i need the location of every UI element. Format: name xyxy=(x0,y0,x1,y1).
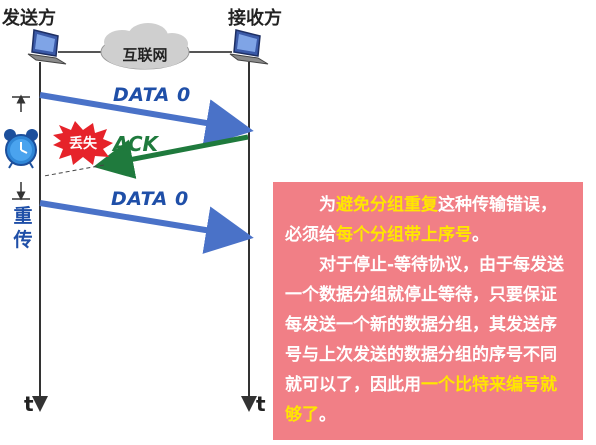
note-text: 为 xyxy=(319,195,336,215)
receiver-time-label: t xyxy=(256,392,266,416)
laptop-icon xyxy=(229,29,269,65)
note-highlight: 避免分组重复 xyxy=(336,195,438,215)
note-text: 对于停止-等待协议，由于每发送一个数据分组就停止等待，只要保证每发送一个新的数据… xyxy=(285,255,565,395)
data-arrow-2 xyxy=(39,200,254,254)
burst-icon xyxy=(53,121,113,165)
note-text: 这种传输错误，必须给 xyxy=(285,195,557,245)
data-frame-label-1: DATA 0 xyxy=(113,84,191,106)
retransmit-label: 重传 xyxy=(13,205,33,251)
ack-dashed-continuation xyxy=(43,164,105,177)
laptop-icon xyxy=(27,29,67,65)
network-label: 互联网 xyxy=(122,46,168,64)
sender-time-label: t xyxy=(24,392,34,416)
ack-arrow xyxy=(93,134,249,179)
ack-frame-label: ACK xyxy=(113,132,159,156)
data-arrow-1 xyxy=(39,92,254,147)
note-paragraph-1: 为避免分组重复这种传输错误，必须给每个分组带上序号。 xyxy=(285,190,569,250)
alarm-clock-icon xyxy=(4,129,38,169)
lost-badge: 丢失 xyxy=(69,136,97,152)
explanation-note: 为避免分组重复这种传输错误，必须给每个分组带上序号。 对于停止-等待协议，由于每… xyxy=(273,182,583,440)
note-text: 。 xyxy=(319,405,336,425)
note-paragraph-2: 对于停止-等待协议，由于每发送一个数据分组就停止等待，只要保证每发送一个新的数据… xyxy=(285,250,569,430)
receiver-label: 接收方 xyxy=(228,8,282,29)
cloud-icon xyxy=(100,23,190,70)
sender-label: 发送方 xyxy=(2,8,56,29)
data-frame-label-2: DATA 0 xyxy=(111,188,189,210)
note-highlight: 一个比特来编号就够了 xyxy=(285,375,557,425)
note-highlight: 每个分组带上序号 xyxy=(336,225,472,245)
note-text: 。 xyxy=(472,225,489,245)
